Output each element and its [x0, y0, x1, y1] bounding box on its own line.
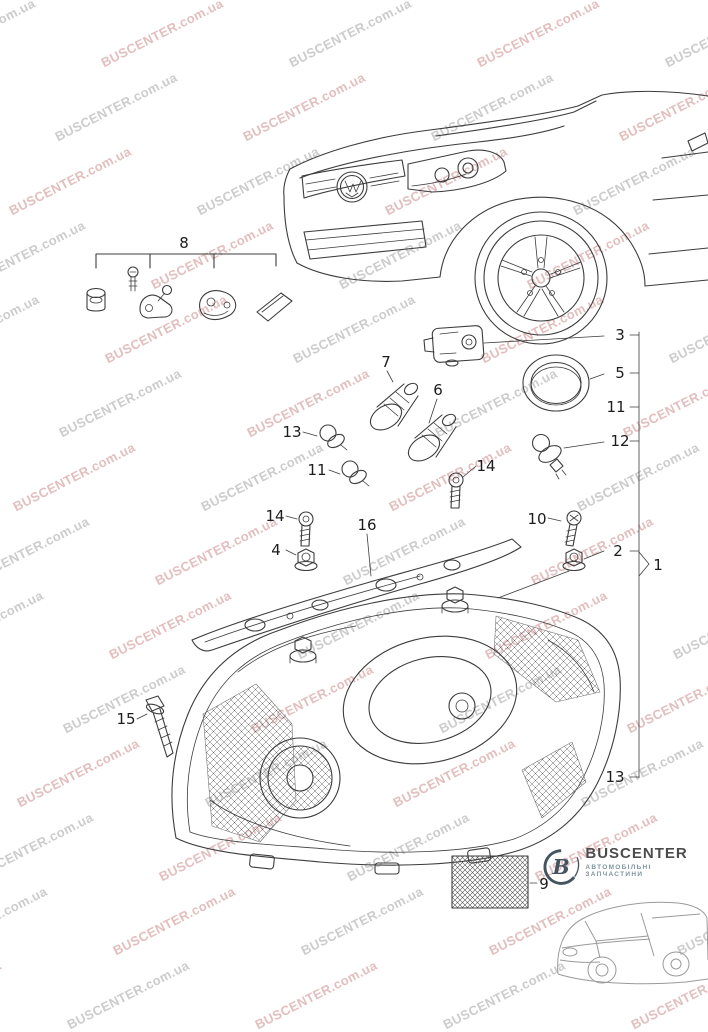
part-13-bulb — [319, 424, 348, 451]
part-10-screw — [564, 510, 582, 547]
callout-1: 1 — [653, 556, 663, 574]
brand-text: BUSCENTER АВТОМОБІЛЬНІ ЗАПЧАСТИНИ — [585, 845, 708, 878]
part-5-retaining-ring — [522, 354, 590, 412]
part-14-screw-a — [448, 472, 464, 509]
callout-leader-lines — [136, 331, 650, 884]
callout-14-a: 14 — [476, 457, 495, 475]
callout-8: 8 — [179, 234, 189, 252]
part-15-screw — [145, 695, 174, 758]
van-sketch — [557, 901, 708, 985]
part-16-trim-strip — [191, 538, 522, 652]
callout-3: 3 — [615, 326, 625, 344]
callout-5: 5 — [615, 364, 625, 382]
headlight-assembly — [171, 586, 621, 875]
callout-11-b: 11 — [307, 461, 326, 479]
callout-15: 15 — [116, 710, 135, 728]
callout-4: 4 — [271, 541, 281, 559]
part-2-nut — [562, 548, 586, 572]
callout-16: 16 — [357, 516, 376, 534]
callout-14-b: 14 — [265, 507, 284, 525]
callout-13-a: 13 — [282, 423, 301, 441]
brand-name: BUSCENTER — [585, 845, 688, 862]
part-4-nut — [294, 548, 318, 572]
callout-12: 12 — [610, 432, 629, 450]
part-6-bulb-holder — [407, 413, 457, 462]
part-9-hatched-plate — [451, 855, 529, 909]
part-12-bulb — [531, 433, 567, 480]
car-front-sketch — [283, 90, 708, 345]
callout-11-a: 11 — [606, 398, 625, 416]
part-3-adjustment-motor — [423, 325, 485, 367]
callout-labels: 8 3 5 11 12 7 6 13 11 14 14 4 16 10 2 1 … — [116, 234, 662, 893]
part-14-screw-b — [298, 511, 314, 547]
part-11-bulb — [341, 460, 370, 487]
exploded-parts-diagram: 8 3 5 11 12 7 6 13 11 14 14 4 16 10 2 1 … — [86, 90, 708, 985]
headlight-mount-post-left — [289, 636, 317, 664]
callout-7: 7 — [381, 353, 391, 371]
callout-2: 2 — [613, 542, 623, 560]
brand-tagline: АВТОМОБІЛЬНІ ЗАПЧАСТИНИ — [585, 864, 652, 878]
mounting-parts-group-8 — [86, 253, 293, 322]
brand-mark-letter: B — [552, 855, 570, 879]
part-7-bulb-holder — [369, 382, 419, 431]
headlight-mount-post-right — [441, 586, 469, 614]
callout-6: 6 — [433, 381, 443, 399]
brand-block: B BUSCENTER АВТОМОБІЛЬНІ ЗАПЧАСТИНИ — [540, 845, 708, 891]
callout-10: 10 — [527, 510, 546, 528]
brand-mark-icon: B — [543, 849, 580, 885]
callout-9: 9 — [539, 875, 549, 893]
callout-13-b: 13 — [605, 768, 624, 786]
